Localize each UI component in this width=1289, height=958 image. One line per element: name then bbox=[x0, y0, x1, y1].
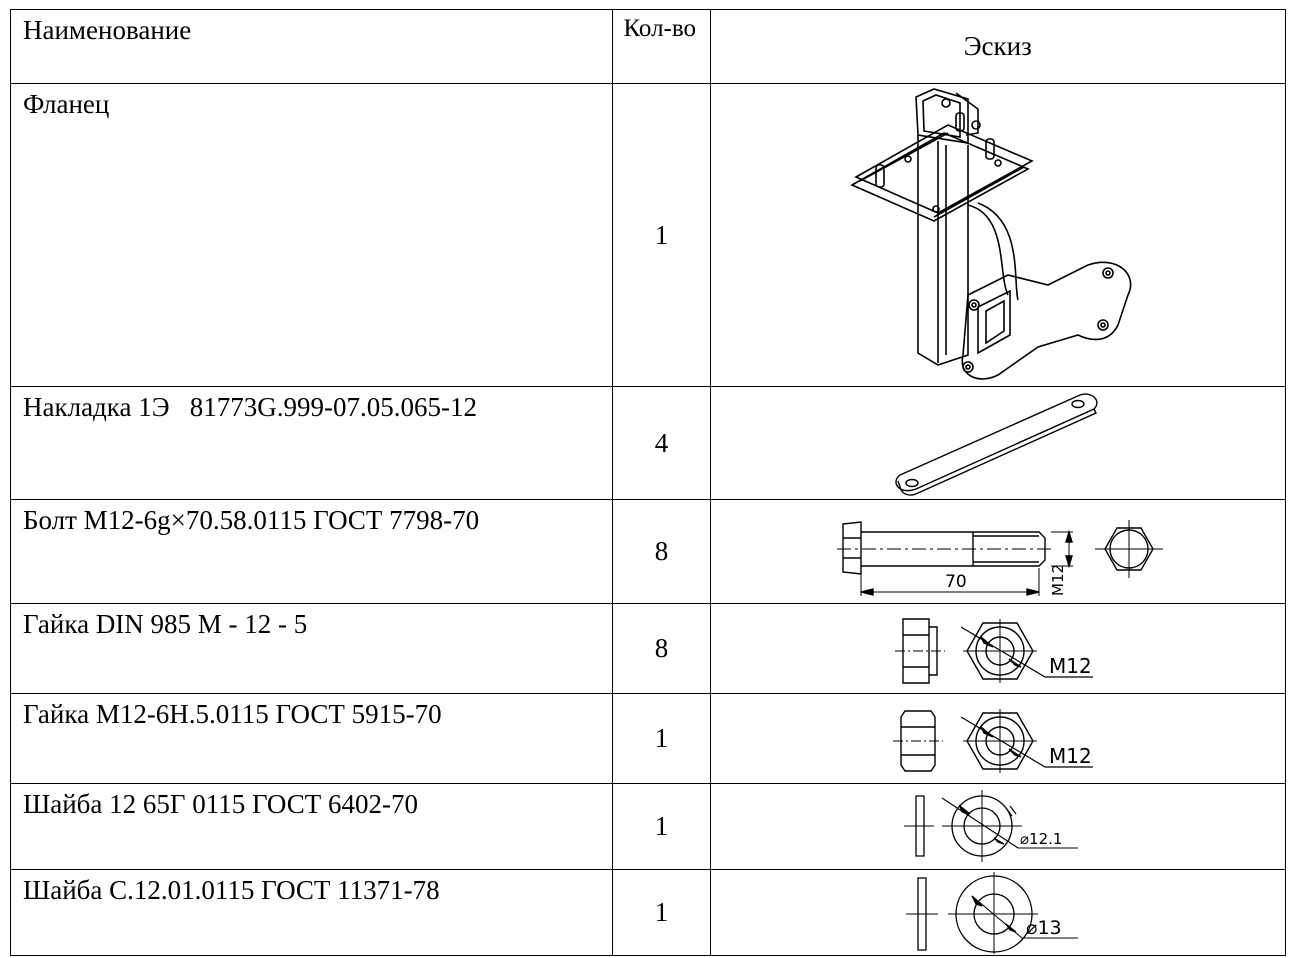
table-row: Шайба С.12.01.0115 ГОСТ 11371-78 1 ⌀13 bbox=[9, 869, 1287, 956]
part-name: Гайка DIN 985 М - 12 - 5 bbox=[23, 609, 308, 639]
washer-diameter-dim: ⌀13 bbox=[1026, 917, 1062, 939]
part-qty: 1 bbox=[612, 83, 711, 387]
part-name: Фланец bbox=[23, 89, 110, 119]
part-name: Накладка 1Э 81773G.999-07.05.065-12 bbox=[23, 392, 478, 422]
spring-washer-drawing: ⌀12.1 bbox=[903, 789, 1078, 862]
table-row: Гайка М12-6Н.5.0115 ГОСТ 5915-70 1 M12 bbox=[9, 693, 1287, 784]
sketch-cell bbox=[709, 386, 1287, 500]
flange-assembly-drawing bbox=[849, 88, 1132, 380]
part-qty: 8 bbox=[612, 499, 711, 604]
header-row: Наименование Кол-во Эскиз bbox=[9, 9, 1287, 84]
part-name: Болт М12-6g×70.58.0115 ГОСТ 7798-70 bbox=[23, 505, 480, 535]
bolt-length-dim: 70 bbox=[945, 572, 967, 592]
part-qty: 8 bbox=[612, 603, 711, 694]
header-qty-cell: Кол-во bbox=[612, 9, 711, 84]
part-qty: 4 bbox=[612, 386, 711, 500]
washer-diameter-dim: ⌀12.1 bbox=[1020, 830, 1062, 848]
sketch-cell: 70 M12 bbox=[709, 499, 1287, 604]
nut-thread-dim: M12 bbox=[1049, 654, 1092, 678]
part-qty: 1 bbox=[612, 783, 711, 870]
part-qty: 1 bbox=[612, 693, 711, 784]
name-cell: Гайка М12-6Н.5.0115 ГОСТ 5915-70 bbox=[9, 693, 614, 784]
part-qty: 1 bbox=[612, 869, 711, 956]
strap-plate-drawing bbox=[895, 393, 1098, 496]
header-name-cell: Наименование bbox=[9, 9, 614, 84]
nut-drawing: M12 bbox=[892, 708, 1093, 773]
sketch-cell: ⌀13 bbox=[709, 869, 1287, 956]
part-name: Шайба 12 65Г 0115 ГОСТ 6402-70 bbox=[23, 789, 419, 819]
nut-drawing: M12 bbox=[894, 617, 1093, 684]
table-row: Болт М12-6g×70.58.0115 ГОСТ 7798-70 8 70 bbox=[9, 499, 1287, 604]
table-row: Накладка 1Э 81773G.999-07.05.065-12 4 bbox=[9, 386, 1287, 500]
name-cell: Болт М12-6g×70.58.0115 ГОСТ 7798-70 bbox=[9, 499, 614, 604]
sketch-cell bbox=[709, 83, 1287, 387]
table-row: Гайка DIN 985 М - 12 - 5 8 M12 bbox=[9, 603, 1287, 694]
part-name: Шайба С.12.01.0115 ГОСТ 11371-78 bbox=[23, 875, 440, 905]
header-qty: Кол-во bbox=[623, 15, 697, 42]
name-cell: Фланец bbox=[9, 83, 614, 387]
header-name: Наименование bbox=[23, 15, 192, 45]
name-cell: Гайка DIN 985 М - 12 - 5 bbox=[9, 603, 614, 694]
name-cell: Шайба С.12.01.0115 ГОСТ 11371-78 bbox=[9, 869, 614, 956]
sketch-cell: M12 bbox=[709, 693, 1287, 784]
table-row: Фланец 1 bbox=[9, 83, 1287, 387]
sketch-cell: M12 bbox=[709, 603, 1287, 694]
sketch-cell: ⌀12.1 bbox=[709, 783, 1287, 870]
name-cell: Шайба 12 65Г 0115 ГОСТ 6402-70 bbox=[9, 783, 614, 870]
table-row: Шайба 12 65Г 0115 ГОСТ 6402-70 1 ⌀12.1 bbox=[9, 783, 1287, 870]
parts-table: Наименование Кол-во Эскиз Фланец 1 bbox=[9, 9, 1287, 956]
header-sketch: Эскиз bbox=[709, 9, 1287, 84]
part-name: Гайка М12-6Н.5.0115 ГОСТ 5915-70 bbox=[23, 699, 442, 729]
nut-thread-dim: M12 bbox=[1049, 744, 1092, 768]
bolt-drawing: 70 M12 bbox=[836, 519, 1163, 596]
bolt-thread-dim: M12 bbox=[1049, 563, 1067, 595]
flat-washer-drawing: ⌀13 bbox=[905, 871, 1078, 954]
name-cell: Накладка 1Э 81773G.999-07.05.065-12 bbox=[9, 386, 614, 500]
